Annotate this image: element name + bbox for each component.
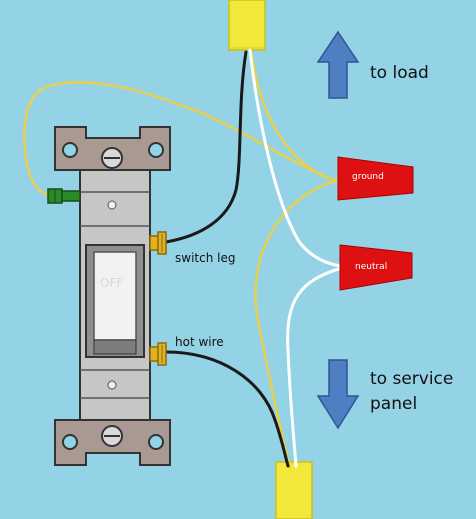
arrow-down-icon [316, 359, 360, 430]
neutral-wires [248, 48, 344, 468]
hot-wires [164, 50, 290, 468]
switch-device: OFF [47, 126, 171, 466]
cable-sheath-bottom [275, 461, 313, 519]
ground-wire-pigtail [23, 81, 340, 198]
neutral-wire-bottom [286, 266, 344, 468]
neutral-wire-top [248, 48, 344, 268]
ground-wire-nut: ground [337, 156, 414, 201]
neutral-nut-label: neutral [355, 262, 387, 272]
mounting-screw-top [101, 147, 123, 169]
cable-sheath-top [228, 0, 266, 51]
ground-screw [47, 188, 81, 204]
terminal-screw-switch-leg [149, 231, 167, 255]
toggle-off-label: OFF [100, 276, 123, 290]
ground-wire-bottom [254, 179, 340, 470]
hot-wire-label: hot wire [175, 335, 224, 349]
to-service-label-line1: to service [370, 369, 453, 389]
neutral-wire-nut: neutral [339, 244, 413, 291]
ground-nut-label: ground [352, 172, 384, 182]
ground-wire-top [250, 53, 340, 183]
switch-leg-label: switch leg [175, 251, 235, 265]
to-service-label-line2: panel [370, 394, 417, 414]
arrow-up-icon [316, 30, 360, 99]
terminal-screw-hot [149, 342, 167, 366]
hot-wire [164, 350, 290, 468]
toggle-paddle[interactable] [93, 251, 137, 341]
to-load-label: to load [370, 63, 429, 83]
switch-leg-wire [164, 50, 248, 244]
ground-wires [23, 53, 340, 470]
mounting-screw-bottom [101, 425, 123, 447]
